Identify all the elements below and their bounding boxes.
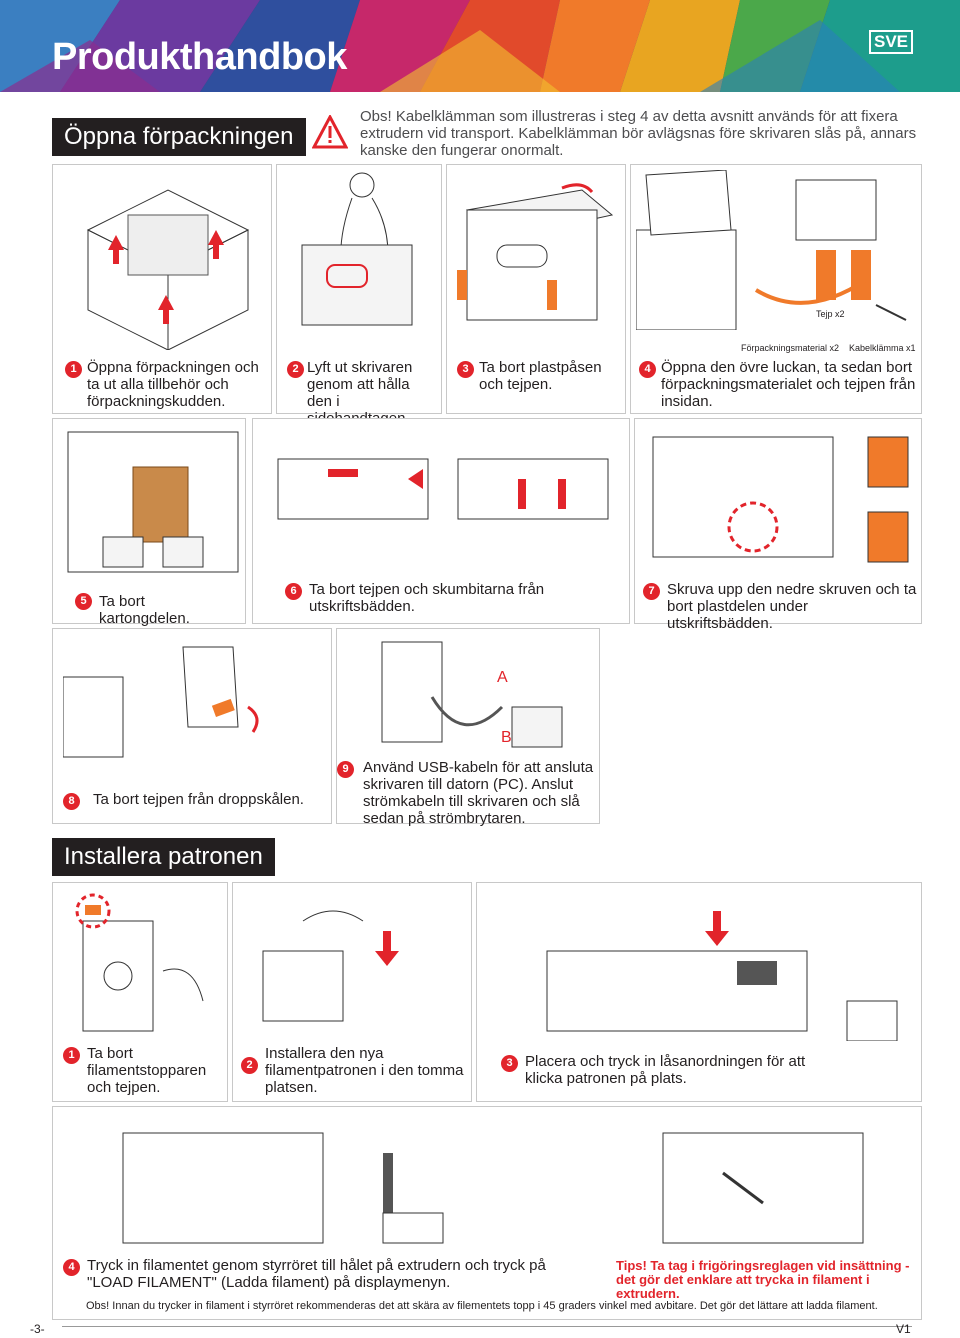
step-panel-3: 3 Ta bort plastpåsen och tejpen. [446,164,626,414]
step-panel-8: 8 Ta bort tejpen från droppskålen. [52,628,332,824]
cart-step-text-3: Placera och tryck in låsanordningen för … [525,1053,806,1087]
section-title-open-package: Öppna förpackningen [52,118,306,156]
step-number-4: 4 [639,361,656,378]
step-text-3: Ta bort plastpåsen och tejpen. [479,359,602,393]
step-text-4: Öppna den övre luckan, ta sedan bort för… [661,359,916,410]
step-panel-7: 7 Skruva upp den nedre skruven och ta bo… [634,418,922,632]
cart-step-text-4: Tryck in filamentet genom styrröret till… [87,1257,546,1291]
cart-step-panel-1: 1 Ta bort filamentstopparen och tejpen. [52,882,228,1102]
step-text-1: Öppna förpackningen och ta ut alla tillb… [87,359,259,410]
section-title-install-cartridge: Installera patronen [52,838,275,876]
step-panel-1: 1 Öppna förpackningen och ta ut alla til… [52,164,272,414]
step-number-5: 5 [75,593,92,610]
cart-step-text-1: Ta bort filamentstopparen och tejpen. [87,1045,207,1096]
port-label-b: B [501,729,512,746]
cart-step-text-2: Installera den nya filamentpatronen i de… [265,1045,464,1096]
filament-stopper-illustration [75,893,204,1032]
open-box-illustration [86,189,250,350]
step-panel-9: A B 9 Använd USB-kabeln för att ansluta … [336,628,600,827]
lift-printer-illustration [301,172,413,326]
version-label: V1 [896,1322,911,1336]
page-title: Produkthandbok [52,36,347,78]
warning-icon [312,115,348,149]
header-polygon-background [0,0,960,92]
load-filament-illustration [122,1132,864,1244]
packing-label: Förpackningsmaterial x2 [741,343,840,353]
language-badge: SVE [869,30,913,54]
drip-tray-illustration [63,646,259,758]
top-lid-illustration [636,170,907,330]
tip-text: Tips! Ta tag i frigöringsreglagen vid in… [616,1258,910,1301]
cart-step-number-2: 2 [241,1057,258,1074]
step-number-2: 2 [287,361,304,378]
tape-label: Tejp x2 [816,309,845,319]
step-panel-2: 2 Lyft ut skrivaren genom att hålla den … [276,164,442,427]
warning-text: Obs! Kabelklämman som illustreras i steg… [360,108,917,159]
step-number-3: 3 [457,361,474,378]
clamp-label: Kabelklämma x1 [849,343,916,353]
step-text-8: Ta bort tejpen från droppskålen. [93,791,304,808]
page-number: -3- [30,1322,45,1336]
cart-step-panel-4: 4 Tryck in filamentet genom styrröret ti… [52,1106,922,1320]
step-panel-6: 6 Ta bort tejpen och skumbitarna från ut… [252,418,630,624]
step-number-8: 8 [63,793,80,810]
page-header: Produkthandbok SVE [0,0,960,92]
note-text: Obs! Innan du trycker in filament i styr… [86,1300,878,1312]
step-text-9: Använd USB-kabeln för att ansluta skriva… [363,759,594,827]
cart-step-number-4: 4 [63,1259,80,1276]
step-number-1: 1 [65,361,82,378]
remove-foam-illustration [277,458,609,520]
step-panel-4: Tejp x2 Förpackningsmaterial x2 Kabelklä… [630,164,922,414]
port-label-a: A [497,669,508,686]
cart-step-panel-3: 3 Placera och tryck in låsanordningen fö… [476,882,922,1102]
remove-bag-illustration [457,183,614,321]
cart-step-number-1: 1 [63,1047,80,1064]
step-text-6: Ta bort tejpen och skumbitarna från utsk… [309,581,545,615]
step-panel-5: 5 Ta bort kartongdelen. [52,418,246,627]
lock-cartridge-illustration [546,911,898,1041]
step-number-6: 6 [285,583,302,600]
step-text-7: Skruva upp den nedre skruven och ta bort… [667,581,917,632]
footer-divider [62,1326,912,1327]
step-number-7: 7 [643,583,660,600]
install-cartridge-illustration [262,910,399,1022]
step-text-2: Lyft ut skrivaren genom att hålla den i … [307,359,413,427]
step-text-5: Ta bort kartongdelen. [99,593,190,627]
usb-power-illustration [381,641,563,748]
step-number-9: 9 [337,761,354,778]
unscrew-plastic-illustration [652,436,909,563]
remove-cardboard-illustration [67,431,239,573]
cart-step-panel-2: 2 Installera den nya filamentpatronen i … [232,882,472,1102]
cart-step-number-3: 3 [501,1055,518,1072]
